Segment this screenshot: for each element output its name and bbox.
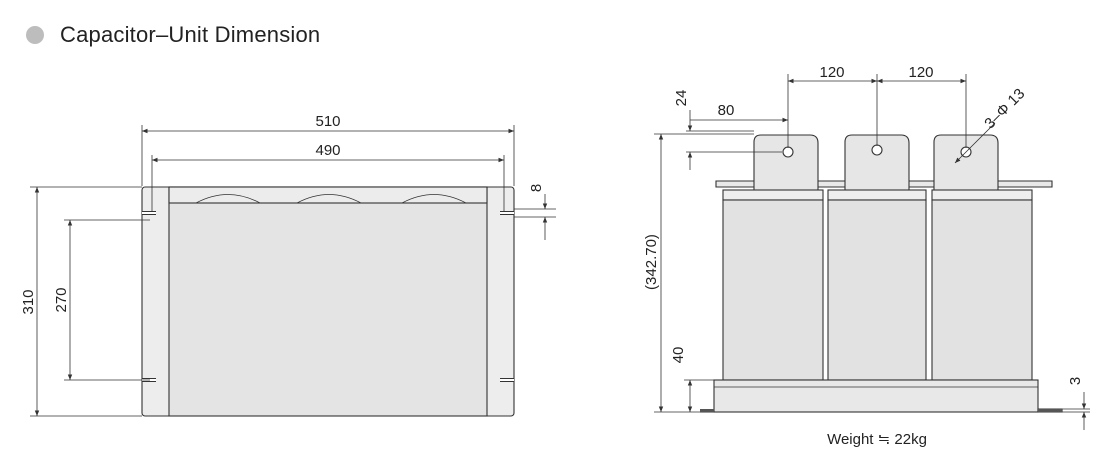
- terminal-bracket-2: [844, 134, 910, 191]
- capacitor-cylinder-1: [722, 199, 824, 381]
- side-view: 120 120 80 24 3–Φ 13 (342.70) 40 3 Weigh…: [643, 64, 1090, 448]
- capacitor-body-front: [168, 186, 488, 417]
- dim-label-490: 490: [315, 142, 340, 159]
- hole-leader-line: [954, 122, 996, 164]
- dim-label-120-a: 120: [819, 64, 844, 81]
- section-title: Capacitor–Unit Dimension: [60, 22, 321, 47]
- terminal-bracket-3: [933, 134, 999, 191]
- dim-label-342: (342.70): [643, 234, 660, 290]
- dome-3: [401, 194, 467, 204]
- dim-label-270: 270: [53, 287, 70, 312]
- terminal-hole-1: [782, 146, 794, 158]
- dome-1: [195, 194, 261, 204]
- dim-label-24: 24: [673, 90, 690, 107]
- dim-label-40: 40: [670, 347, 687, 364]
- dim-label-510: 510: [315, 113, 340, 130]
- dome-2: [296, 194, 362, 204]
- capacitor-cylinder-3: [931, 199, 1033, 381]
- circle-bullet-icon: [26, 26, 44, 44]
- terminal-bracket-1: [753, 134, 819, 191]
- section-header: Capacitor–Unit Dimension: [26, 20, 320, 50]
- weight-label: Weight ≒ 22kg: [827, 431, 927, 448]
- capacitor-cylinder-2: [827, 199, 927, 381]
- base-frame: [713, 379, 1039, 413]
- terminal-hole-2: [871, 144, 883, 156]
- dim-label-80: 80: [718, 102, 735, 119]
- hole-spec-label: 3–Φ 13: [981, 85, 1028, 132]
- dim-label-310: 310: [20, 289, 37, 314]
- capacitor-top-rim: [168, 186, 488, 204]
- base-foot-right: [1038, 409, 1062, 412]
- dim-label-8: 8: [528, 184, 545, 192]
- base-foot-left: [700, 409, 714, 412]
- front-view: 510 490 310 270 8: [20, 113, 556, 417]
- dim-label-3: 3: [1067, 377, 1084, 385]
- dim-label-120-b: 120: [908, 64, 933, 81]
